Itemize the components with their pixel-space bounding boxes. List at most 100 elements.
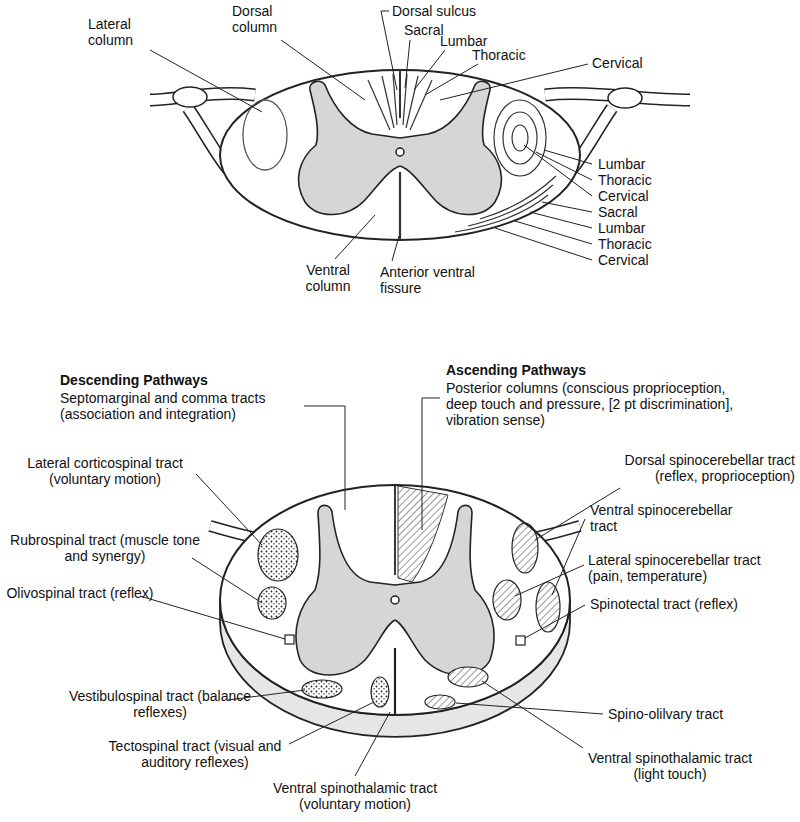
leader-line <box>544 150 592 164</box>
leader-line <box>392 236 399 261</box>
leader-line <box>289 702 374 744</box>
leader-line <box>422 398 440 530</box>
anterior-fissure <box>399 172 401 240</box>
tract-label: Spino-olilvary tract <box>608 706 788 722</box>
tract-label: Olivospinal tract (reflex) <box>5 585 155 601</box>
cord-outline <box>220 485 570 715</box>
segment-line <box>406 76 418 128</box>
central-canal <box>396 148 404 156</box>
leader-line <box>524 145 592 196</box>
tract-label: Ventral spinothalamic tract (voluntary m… <box>265 780 445 812</box>
leader-line <box>515 565 584 596</box>
leader-line <box>405 40 410 88</box>
tract-label: Dorsal spinocerebellar tract (reflex, pr… <box>595 452 795 484</box>
segment-line <box>403 74 407 125</box>
tract-label: Lateral spinocerebellar tract (pain, tem… <box>588 552 793 584</box>
lamination-arc <box>480 176 556 219</box>
segment-label: Thoracic <box>472 47 552 63</box>
leader-line <box>495 228 592 260</box>
lamination-ring <box>494 100 546 176</box>
segment-label: Lumbar <box>598 156 688 172</box>
segment-label: Cervical <box>598 188 688 204</box>
gray-matter-half <box>395 505 494 675</box>
leader-line <box>542 202 592 212</box>
segment-label: Cervical <box>598 252 688 268</box>
central-canal <box>391 596 399 604</box>
segment-line <box>368 80 390 130</box>
leader-line <box>335 215 375 259</box>
leader-line <box>192 558 262 603</box>
ganglion <box>608 88 642 108</box>
lamination <box>455 100 556 232</box>
ascending-tracts <box>425 523 560 709</box>
gray-matter-half <box>296 505 395 675</box>
leader-line <box>525 605 585 638</box>
part-label: Dorsal sulcus <box>392 3 522 19</box>
segment-label: Lumbar <box>440 33 510 49</box>
leader-line <box>536 152 592 180</box>
lateral-column-outline <box>243 100 287 170</box>
tract-label: Ventral spinothalamic tract (light touch… <box>580 750 760 782</box>
anterior-fissure <box>394 648 396 715</box>
section-heading: Descending Pathways <box>60 372 310 388</box>
tract-marker <box>285 635 294 644</box>
cord-outline <box>220 70 580 240</box>
part-label: Dorsal column <box>232 3 312 35</box>
tract-label: Ventral spinocerebellar tract <box>590 502 755 534</box>
tract-area <box>536 582 560 632</box>
tract-area <box>302 680 342 698</box>
part-label: Ventral column <box>296 262 360 294</box>
segment-label: Cervical <box>592 55 672 71</box>
leader-line <box>281 40 365 100</box>
segment-label: Sacral <box>598 204 688 220</box>
descending-tracts <box>258 529 389 707</box>
tract-area <box>493 580 521 620</box>
tract-label: Tectospinal tract (visual and auditory r… <box>100 738 290 770</box>
dorsal-column-fibres <box>368 70 432 240</box>
lamination-ring <box>512 125 528 151</box>
leader-line <box>196 474 262 545</box>
leader-line <box>140 596 285 639</box>
ganglion <box>173 87 207 107</box>
tract-label: Spinotectal tract (reflex) <box>590 596 795 612</box>
tract-label: Posterior columns (conscious propriocept… <box>446 380 746 428</box>
tract-area <box>258 587 286 619</box>
gray-matter-half <box>400 81 501 214</box>
tract-area <box>258 529 298 581</box>
leader-line <box>482 681 583 748</box>
lamination-arc <box>468 185 553 226</box>
lamination-ring <box>503 112 537 164</box>
tract-label: Lateral corticospinal tract (voluntary m… <box>5 455 205 487</box>
leader-line <box>150 50 262 112</box>
leader-line <box>425 64 478 95</box>
cord-grooves <box>395 485 396 715</box>
leader-line <box>515 221 592 244</box>
leader-lines <box>140 398 620 776</box>
segment-line <box>382 76 394 128</box>
dorsal-sulcus <box>394 485 396 575</box>
leader-line <box>304 406 345 510</box>
part-label: Anterior ventral fissure <box>380 264 490 296</box>
leader-line <box>414 50 445 90</box>
gray-matter-half <box>299 81 400 214</box>
part-label: Lateral column <box>88 16 168 48</box>
tract-marker <box>516 636 525 645</box>
leader-line <box>440 64 588 100</box>
segment-label: Thoracic <box>598 236 688 252</box>
tract-label: Rubrospinal tract (muscle tone and syner… <box>5 532 205 564</box>
segment-line <box>410 80 432 130</box>
leader-line <box>552 519 585 595</box>
segment-label: Thoracic <box>598 172 688 188</box>
leader-line <box>381 11 397 90</box>
section-heading: Ascending Pathways <box>446 362 746 378</box>
tract-area <box>448 667 488 687</box>
leader-lines <box>150 11 592 261</box>
cord-face <box>220 485 570 715</box>
tract-area <box>425 695 455 709</box>
leader-line <box>530 212 592 228</box>
tract-label: Vestibulospinal tract (balance reflexes) <box>60 688 260 720</box>
leader-line <box>355 712 390 776</box>
dorsal-sulcus <box>399 70 401 118</box>
tract-label: Septomarginal and comma tracts (associat… <box>60 390 300 422</box>
